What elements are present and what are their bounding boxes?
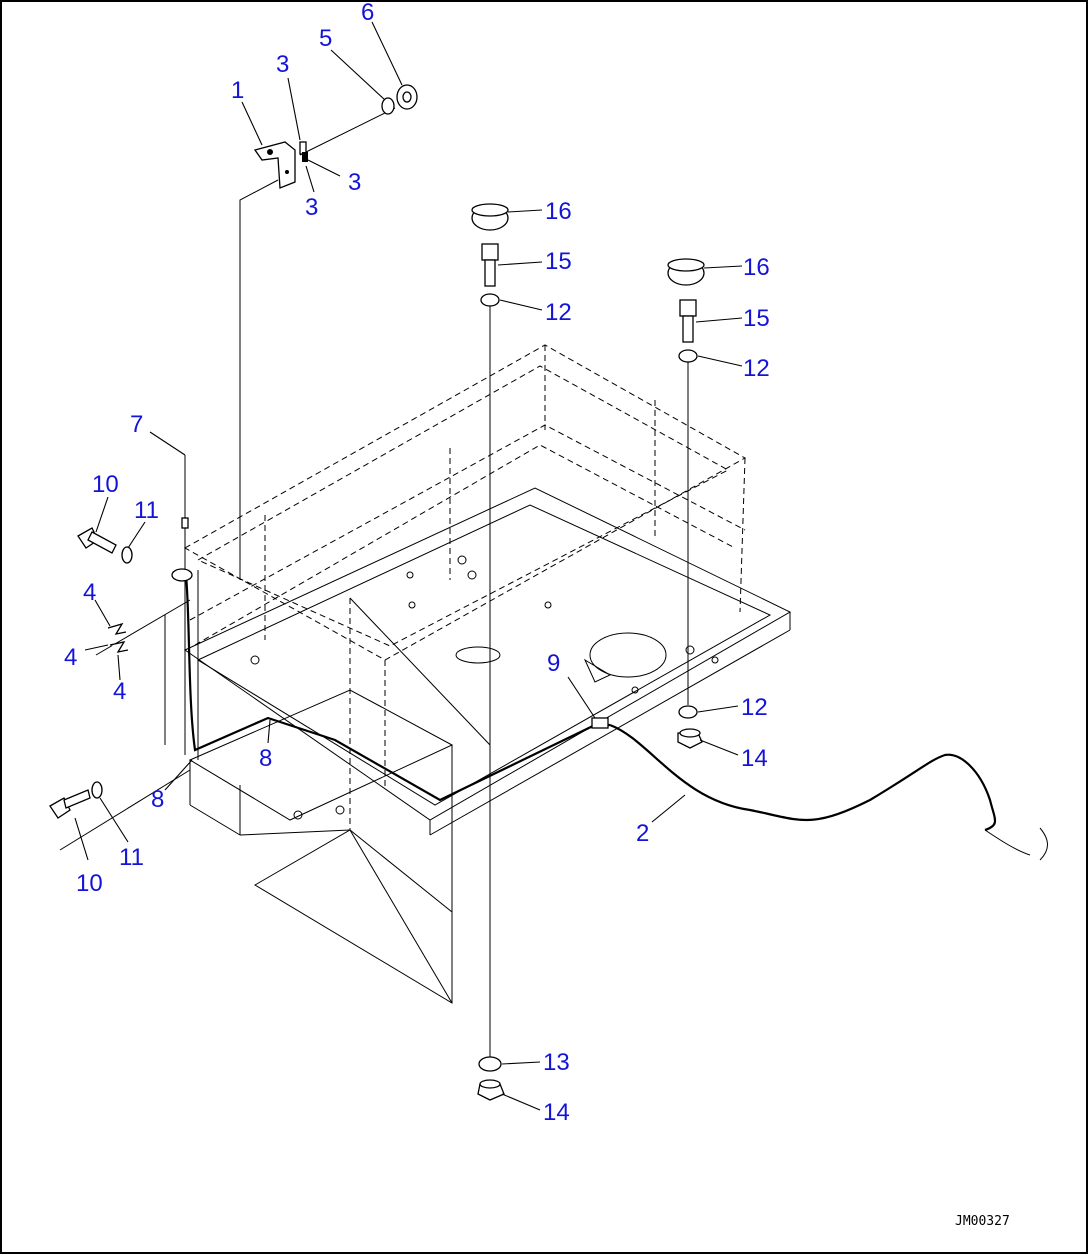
clamp <box>109 641 129 653</box>
nut <box>477 1079 505 1101</box>
callout-5: 5 <box>319 25 332 52</box>
washer <box>480 293 500 307</box>
callout-15: 15 <box>743 305 770 332</box>
callout-8: 8 <box>259 745 272 772</box>
bracket-mount-line <box>239 179 279 580</box>
bolt <box>481 243 499 287</box>
callout-12: 12 <box>545 299 572 326</box>
clamp-axis <box>95 599 191 656</box>
callout-2: 2 <box>636 820 649 847</box>
callout-12: 12 <box>741 694 768 721</box>
holder <box>171 568 193 582</box>
grommet <box>396 84 418 110</box>
callout-16: 16 <box>743 254 770 281</box>
callout-4: 4 <box>113 678 126 705</box>
bolt-axis-lower <box>59 769 191 851</box>
callout-8: 8 <box>151 786 164 813</box>
wire-harness <box>184 574 1048 861</box>
callout-3: 3 <box>276 51 289 78</box>
cap <box>471 203 509 231</box>
callout-11: 11 <box>119 844 144 871</box>
washer <box>678 349 698 363</box>
cap <box>667 258 705 286</box>
connector <box>591 717 609 729</box>
rod <box>181 455 189 565</box>
callout-4: 4 <box>64 644 77 671</box>
bracket <box>253 141 296 189</box>
clip <box>302 152 308 162</box>
washer <box>121 546 133 564</box>
nut <box>677 728 703 749</box>
bolt <box>679 299 697 343</box>
callout-12: 12 <box>743 355 770 382</box>
drawing-code: JM00327 <box>955 1214 1010 1229</box>
callout-3: 3 <box>348 169 361 196</box>
callout-7: 7 <box>130 411 143 438</box>
bracket-fastener-axis <box>299 107 396 156</box>
washer <box>381 97 395 115</box>
callout-1: 1 <box>231 77 244 104</box>
callout-4: 4 <box>83 579 96 606</box>
callout-13: 13 <box>543 1049 570 1076</box>
clamp <box>107 622 127 635</box>
bolt <box>49 789 91 819</box>
callouts: 1 2 3 3 3 4 4 4 5 6 7 8 8 9 10 10 11 11 … <box>64 0 770 1126</box>
washer <box>478 1056 502 1072</box>
callout-15: 15 <box>545 248 572 275</box>
callout-3: 3 <box>305 194 318 221</box>
callout-14: 14 <box>741 745 768 772</box>
callout-16: 16 <box>545 198 572 225</box>
callout-11: 11 <box>134 497 159 524</box>
bolt <box>77 527 117 554</box>
callout-6: 6 <box>361 0 374 26</box>
washer <box>91 781 103 799</box>
callout-10: 10 <box>92 471 119 498</box>
callout-9: 9 <box>547 650 560 677</box>
washer <box>678 705 698 719</box>
floor-frame <box>164 344 792 1004</box>
callout-10: 10 <box>76 870 103 897</box>
callout-14: 14 <box>543 1099 570 1126</box>
leader-lines <box>74 21 743 1111</box>
